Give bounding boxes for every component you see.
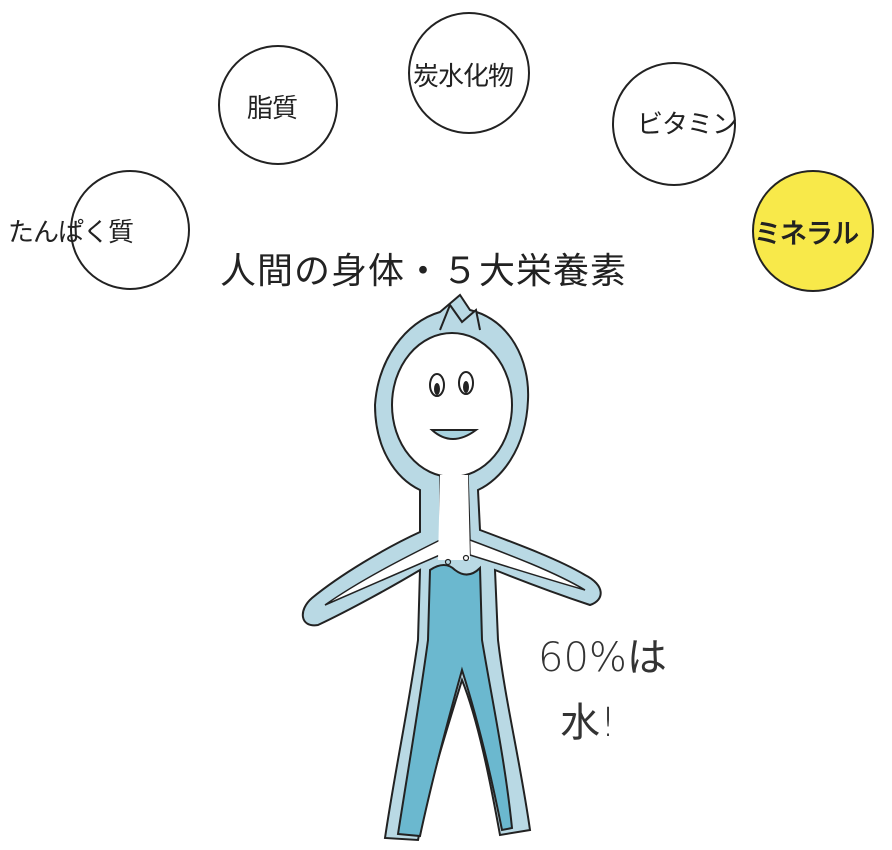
nutrient-circle-protein: [70, 170, 190, 290]
nutrient-circle-mineral: [752, 170, 874, 292]
water-note-line1: 60%は: [538, 635, 667, 681]
head: [391, 302, 513, 478]
water-level: [396, 554, 514, 838]
nutrient-label-mineral: ミネラル: [754, 219, 859, 250]
nutrient-circle-carbohydrate: [408, 12, 530, 134]
nutrient-circle-vitamin: [612, 62, 736, 186]
nutrient-label-vitamin: ビタミン: [637, 110, 738, 140]
nutrient-label-fat: 脂質: [247, 94, 298, 124]
nutrient-label-protein: たんぱく質: [8, 218, 134, 248]
nutrient-circle-fat: [218, 45, 338, 165]
page-title: 人間の身体・５大栄養素: [220, 251, 628, 292]
mouth: [429, 429, 480, 440]
water-note-line2: 水!: [560, 700, 617, 746]
nutrient-label-carbohydrate: 炭水化物: [413, 62, 514, 92]
